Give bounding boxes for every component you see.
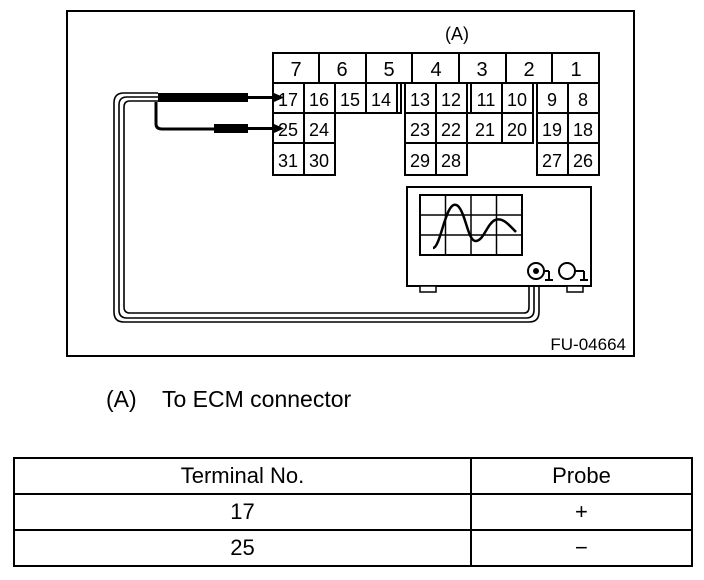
header-cell-7: 7 <box>290 59 301 81</box>
pin-19: 19 <box>542 120 562 140</box>
pin-8: 8 <box>578 90 588 110</box>
pin-22: 22 <box>441 120 461 140</box>
caption: (A) To ECM connector <box>106 386 351 413</box>
header-cell-6: 6 <box>336 59 347 81</box>
header-cell-5: 5 <box>383 59 394 81</box>
column-header-terminal: Terminal No. <box>13 457 472 495</box>
pin-10: 10 <box>507 90 527 110</box>
pin-30: 30 <box>309 151 329 171</box>
pin-27: 27 <box>542 151 562 171</box>
pin-12: 12 <box>441 90 461 110</box>
header-cell-2: 2 <box>523 59 534 81</box>
figure-id: FU-04664 <box>550 335 626 354</box>
table-row: 25 − <box>13 529 694 567</box>
column-header-probe: Probe <box>469 457 694 495</box>
pin-25: 25 <box>278 120 298 140</box>
probe-cable <box>113 92 540 323</box>
pin-16: 16 <box>309 90 329 110</box>
pin-18: 18 <box>573 120 593 140</box>
diagram-frame <box>66 10 635 357</box>
pin-21: 21 <box>475 120 495 140</box>
connector-diagram: (A) 7 6 5 4 3 2 1 1 <box>66 10 635 357</box>
pin-13: 13 <box>410 90 430 110</box>
probe-lead-25 <box>154 102 284 133</box>
probe-cell: − <box>469 529 694 567</box>
waveform <box>432 203 517 250</box>
pin-14: 14 <box>371 90 391 110</box>
header-cell-1: 1 <box>570 59 581 81</box>
pin-31: 31 <box>278 151 298 171</box>
caption-text: To ECM connector <box>162 386 352 412</box>
pin-24: 24 <box>309 120 329 140</box>
oscilloscope <box>406 186 592 293</box>
pin-26: 26 <box>573 151 593 171</box>
ground-jack-icon <box>558 262 588 281</box>
pin-20: 20 <box>507 120 527 140</box>
terminal-cell: 25 <box>13 529 472 567</box>
probe-input-jack-icon <box>527 262 553 281</box>
probe-lead-17 <box>158 93 284 102</box>
pin-11: 11 <box>477 90 496 110</box>
pin-9: 9 <box>547 90 557 110</box>
terminal-probe-table: Terminal No. Probe 17 + 25 − <box>13 457 694 567</box>
pin-grid <box>272 82 600 176</box>
pin-17: 17 <box>278 90 298 110</box>
pin-15: 15 <box>340 90 360 110</box>
table-row: 17 + <box>13 493 694 531</box>
header-cell-3: 3 <box>476 59 487 81</box>
pin-23: 23 <box>410 120 430 140</box>
terminal-cell: 17 <box>13 493 472 531</box>
connector-label: (A) <box>445 24 469 44</box>
header-cell-4: 4 <box>430 59 441 81</box>
table-header-row: Terminal No. Probe <box>13 457 694 495</box>
caption-label: (A) <box>106 386 137 412</box>
pin-29: 29 <box>410 151 430 171</box>
pin-28: 28 <box>441 151 461 171</box>
probe-cell: + <box>469 493 694 531</box>
